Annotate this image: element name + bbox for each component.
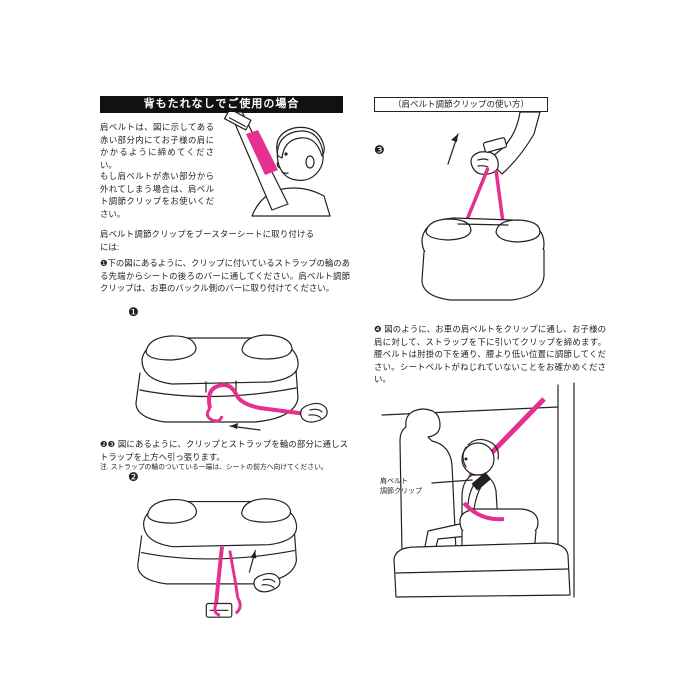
seat-seam — [141, 549, 296, 560]
child-in-car-belt-figure — [381, 382, 575, 598]
step23-number-marker: ❷❸ — [100, 439, 116, 449]
seat-seam — [139, 387, 297, 398]
figure2-number-marker: ❷ — [128, 470, 139, 484]
strap-loop — [205, 407, 224, 423]
child-nose — [276, 161, 281, 169]
rear-bar — [457, 223, 509, 226]
booster-base — [421, 249, 545, 301]
clip-callout-label-line2: 調節クリップ — [380, 488, 422, 496]
hand — [470, 151, 499, 175]
clip-label-pointer-line — [431, 479, 473, 484]
section-header-no-backrest: 背もたれなしでご使用の場合 — [100, 96, 343, 113]
adjustment-clip — [471, 472, 492, 491]
child-eye — [284, 152, 288, 156]
armrest-left — [425, 218, 472, 241]
hand — [253, 572, 281, 593]
child-mouth — [281, 171, 289, 174]
section-header-clip-usage-label: （肩ベルト調節クリップの使い方） — [392, 99, 529, 109]
step4-text: 図のように、お車の肩ベルトをクリップに通し、お子様の肩に対して、ストラップを下に… — [374, 324, 606, 385]
intro-paragraph-2: もし肩ベルトが赤い部分から外れてしまう場合は、肩ベルト調節クリップをお使いくださ… — [100, 171, 214, 219]
step4-number-marker: ❹ — [374, 324, 382, 334]
armrest-right — [240, 498, 292, 523]
shoulder-belt-red-zone — [246, 130, 278, 175]
belt-clip-icon — [223, 112, 252, 131]
car-bench-seat — [393, 542, 571, 598]
armrest-left — [145, 335, 197, 361]
strap-pull-up-figure — [421, 112, 545, 301]
figure3-number-marker: ❸ — [374, 143, 385, 157]
child-eye — [464, 457, 468, 461]
child-ear — [305, 155, 315, 169]
arm — [487, 112, 541, 175]
rear-bar — [205, 380, 237, 393]
booster-seat-clip-loop-figure — [137, 498, 298, 618]
section-header-clip-usage: （肩ベルト調節クリップの使い方） — [374, 97, 548, 112]
adjustment-clip — [482, 137, 508, 153]
step23-paragraph: ❷❸ 図にあるように、クリップとストラップを輪の部分に通しストラップを上方へ引っ… — [100, 438, 348, 463]
step1-number-marker: ❶ — [100, 258, 108, 268]
section-header-no-backrest-label: 背もたれなしでご使用の場合 — [143, 98, 300, 110]
child-hair — [276, 126, 325, 159]
step23-text: 図にあるように、クリップとストラップを輪の部分に通しストラップを上方へ引っ張りま… — [100, 439, 349, 462]
clip-callout-label: 肩ベルト 調節クリップ — [380, 477, 422, 497]
step1-text: 下の図にあるように、クリップに付いているストラップの輪のある先端からシートの後ろ… — [100, 258, 350, 294]
intro-paragraph-1: 肩ベルトは、図に示してある赤い部分内にてお子様の肩にかかるように締めてください。 — [100, 122, 214, 170]
armrest-left — [146, 499, 198, 524]
clip-callout-label-line1: 肩ベルト — [380, 478, 408, 485]
child-torso — [251, 187, 331, 217]
armrest-right — [495, 219, 541, 243]
strap — [207, 383, 307, 416]
armrest-right — [241, 334, 293, 360]
hand — [300, 402, 328, 423]
step4-paragraph: ❹ 図のように、お車の肩ベルトをクリップに通し、お子様の肩に対して、ストラップを… — [374, 323, 606, 386]
booster-seat-strap-threading-figure — [135, 334, 328, 431]
step1-paragraph: ❶下の図にあるように、クリップに付いているストラップの輪のある先端からシートの後… — [100, 257, 350, 295]
car-seat-back — [399, 408, 457, 554]
child-shoulder-belt-figure — [223, 112, 331, 217]
strap-through-clip — [213, 596, 242, 617]
lap-belt — [462, 501, 505, 522]
attach-lead-paragraph: 肩ベルト調節クリップをブースターシートに取り付けるには: — [100, 229, 314, 252]
figure1-number-marker: ❶ — [128, 305, 139, 319]
child-hair — [462, 438, 499, 468]
note-text: 注. ストラップの輪のついている一端は、シートの前方へ向けてください。 — [100, 464, 328, 471]
strap-front — [214, 546, 224, 604]
